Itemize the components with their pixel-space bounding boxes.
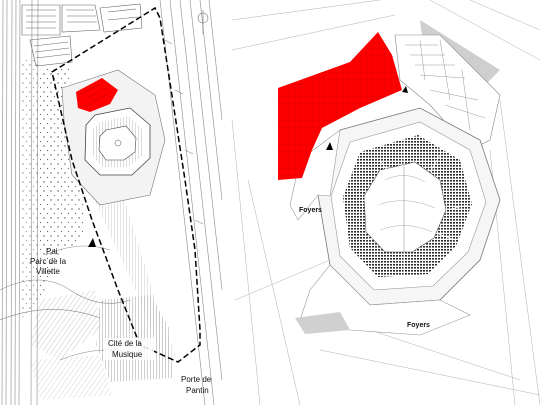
site-highlight-grid [79,83,111,107]
entrance-arrow-west-icon [326,142,333,150]
annex-rooms [405,39,486,131]
porte-label-line1: Porte de [181,375,212,384]
floor-plan: Foyers Foyers [231,0,540,405]
site-highlight-zone [76,78,118,112]
south-grey-block [295,312,350,334]
arena-floor-lines [377,175,436,233]
west-wing [289,129,341,221]
foyers-label-south: Foyers [407,322,430,329]
cite-label-backdrop [104,338,154,360]
floor-highlight-zone [278,32,402,180]
park-trees-west [20,60,40,320]
park-label-line3: Villette [36,267,60,276]
cite-label-line1: Cité de la [108,339,142,348]
cite-label-line2: Musique [112,350,143,359]
north-building-cluster [21,3,143,67]
foyers-label-west: Foyers [299,207,322,214]
arena-outline-small [84,107,151,176]
site-entrance-arrow-icon [88,238,96,247]
park-label-line1: Pai [46,247,58,256]
site-boundary-dashed [51,6,201,363]
floor-plan-context-lines [231,0,540,405]
entrance-arrow-north-icon [402,86,408,93]
site-plan: Pai Parc de la Villette Cité de la Musiq… [0,0,223,405]
seating-aisles [361,140,469,276]
south-hatched-area [30,355,112,400]
park-label-line2: Parc de la [30,257,67,266]
east-rail-corridor [159,0,223,405]
south-west-hatched-area [30,290,100,360]
porte-label-line2: Pantin [186,386,209,395]
